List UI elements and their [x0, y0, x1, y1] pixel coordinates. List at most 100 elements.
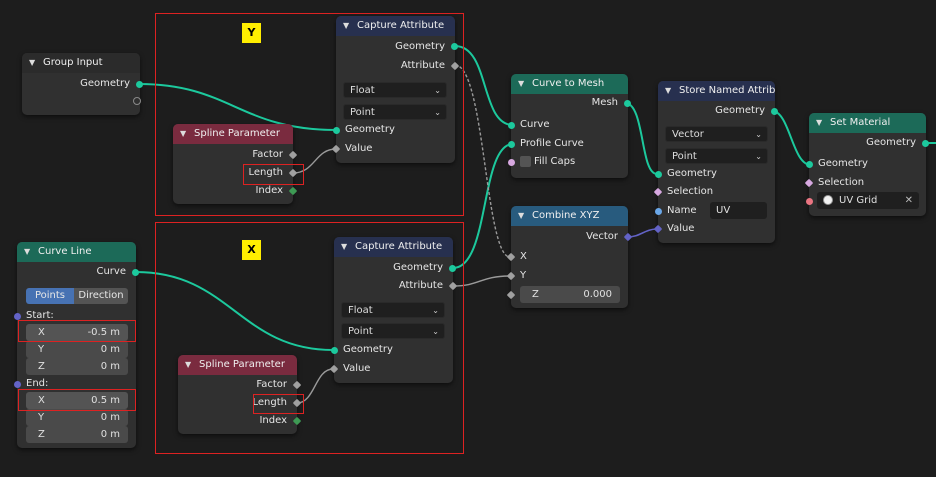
input-geometry-label: Geometry: [343, 344, 393, 355]
chevron-down-icon[interactable]: ▼: [343, 21, 350, 30]
input-curve-socket[interactable]: [508, 122, 515, 129]
chevron-down-icon[interactable]: ▼: [518, 211, 525, 220]
node-capture-attribute-x[interactable]: ▼Capture Attribute Geometry Attribute Fl…: [329, 237, 458, 383]
input-end-socket[interactable]: [14, 381, 21, 388]
output-geometry-label: Geometry: [80, 78, 130, 89]
output-vector-label: Vector: [586, 231, 618, 242]
chevron-down-icon[interactable]: ▼: [341, 242, 348, 251]
input-geometry-socket[interactable]: [806, 161, 813, 168]
output-mesh-socket[interactable]: [624, 100, 631, 107]
output-curve-label: Curve: [96, 266, 126, 277]
node-title: Curve to Mesh: [532, 78, 605, 89]
chevron-down-icon[interactable]: ▼: [518, 79, 525, 88]
name-field[interactable]: UV: [710, 202, 767, 219]
chevron-down-icon[interactable]: ▼: [816, 118, 823, 127]
start-x-highlight: [18, 320, 136, 342]
chevron-down-icon: ⌄: [434, 108, 441, 117]
input-value-label: Value: [345, 143, 373, 154]
input-curve-label: Curve: [520, 119, 550, 130]
start-label: Start:: [26, 310, 54, 321]
node-set-material[interactable]: ▼Set Material Geometry Geometry Selectio…: [804, 113, 929, 216]
mode-direction-button[interactable]: Direction: [74, 288, 128, 304]
link-store-setmaterial: [771, 110, 812, 166]
length-highlight-y: [243, 164, 304, 185]
chevron-down-icon[interactable]: ▼: [180, 129, 187, 138]
output-geometry-label: Geometry: [393, 262, 443, 273]
domain-dropdown[interactable]: Point⌄: [341, 323, 445, 339]
input-geometry-socket[interactable]: [333, 127, 340, 134]
output-factor-label: Factor: [256, 379, 287, 390]
input-selection-label: Selection: [667, 186, 714, 197]
node-title: Set Material: [830, 117, 891, 128]
node-title: Curve Line: [38, 246, 92, 257]
output-length-label: Length: [252, 397, 288, 408]
mode-points-button[interactable]: Points: [26, 288, 74, 304]
node-curve-line[interactable]: ▼ Curve Line Curve Points Direction Start…: [14, 242, 139, 448]
node-group-input[interactable]: ▼ Group Input Geometry: [22, 53, 143, 115]
output-geometry-socket[interactable]: [449, 265, 456, 272]
domain-dropdown[interactable]: Point⌄: [343, 104, 447, 120]
type-dropdown[interactable]: Float⌄: [343, 82, 447, 98]
link-curveline-capture-x: [135, 271, 334, 351]
material-sphere-icon: [823, 195, 833, 205]
output-length-label: Length: [248, 167, 284, 178]
tag-y: Y: [242, 23, 261, 43]
link-attr-x-y: [452, 275, 511, 287]
empty-output-socket[interactable]: [133, 97, 141, 105]
output-geometry-label: Geometry: [715, 105, 765, 116]
input-start-socket[interactable]: [14, 313, 21, 320]
input-fillcaps-socket[interactable]: [508, 159, 515, 166]
link-mesh-store: [624, 102, 658, 175]
chevron-down-icon[interactable]: ▼: [29, 58, 36, 67]
output-attribute-label: Attribute: [400, 60, 445, 71]
type-dropdown[interactable]: Float⌄: [341, 302, 445, 318]
node-curve-to-mesh[interactable]: ▼Curve to Mesh Mesh Curve Profile Curve …: [508, 74, 631, 178]
close-icon[interactable]: ✕: [904, 195, 913, 206]
input-geometry-label: Geometry: [345, 124, 395, 135]
input-name-socket[interactable]: [655, 208, 662, 215]
chevron-down-icon[interactable]: ▼: [665, 86, 672, 95]
node-title: Group Input: [43, 57, 103, 68]
start-x-field[interactable]: X-0.5 m: [26, 324, 128, 341]
node-capture-attribute-y[interactable]: ▼Capture Attribute Geometry Attribute Fl…: [331, 16, 460, 163]
frame-y: [155, 13, 464, 216]
output-geometry-label: Geometry: [866, 137, 916, 148]
output-geometry-socket[interactable]: [136, 81, 143, 88]
node-title: Capture Attribute: [355, 241, 443, 252]
node-store-named-attribute[interactable]: ▼Store Named Attrib... Geometry Vector⌄ …: [653, 81, 778, 243]
link-capture-y-curvetomesh: [454, 45, 514, 126]
node-title: Spline Parameter: [199, 359, 285, 370]
input-geometry-socket[interactable]: [655, 171, 662, 178]
input-material-socket[interactable]: [806, 198, 813, 205]
input-profile-socket[interactable]: [508, 141, 515, 148]
output-geometry-socket[interactable]: [451, 43, 458, 50]
node-title: Store Named Attrib...: [679, 85, 775, 96]
input-y-label: Y: [520, 270, 527, 281]
node-title: Combine XYZ: [532, 210, 600, 221]
material-field[interactable]: UV Grid ✕: [817, 192, 919, 209]
input-geometry-label: Geometry: [667, 168, 717, 179]
input-x-label: X: [520, 251, 527, 262]
output-mesh-label: Mesh: [591, 97, 618, 108]
data-type-dropdown[interactable]: Vector⌄: [665, 126, 768, 142]
fill-caps-label: Fill Caps: [534, 156, 576, 167]
output-geometry-socket[interactable]: [771, 108, 778, 115]
output-geometry-socket[interactable]: [922, 140, 929, 147]
fill-caps-checkbox[interactable]: [520, 156, 531, 167]
link-vector-value: [627, 228, 658, 238]
end-x-highlight: [18, 389, 136, 411]
input-geometry-socket[interactable]: [331, 347, 338, 354]
output-curve-socket[interactable]: [132, 269, 139, 276]
chevron-down-icon[interactable]: ▼: [185, 360, 192, 369]
domain-dropdown[interactable]: Point⌄: [665, 148, 768, 164]
name-label: Name: [667, 205, 697, 216]
input-profile-label: Profile Curve: [520, 138, 584, 149]
chevron-down-icon[interactable]: ▼: [24, 247, 31, 256]
